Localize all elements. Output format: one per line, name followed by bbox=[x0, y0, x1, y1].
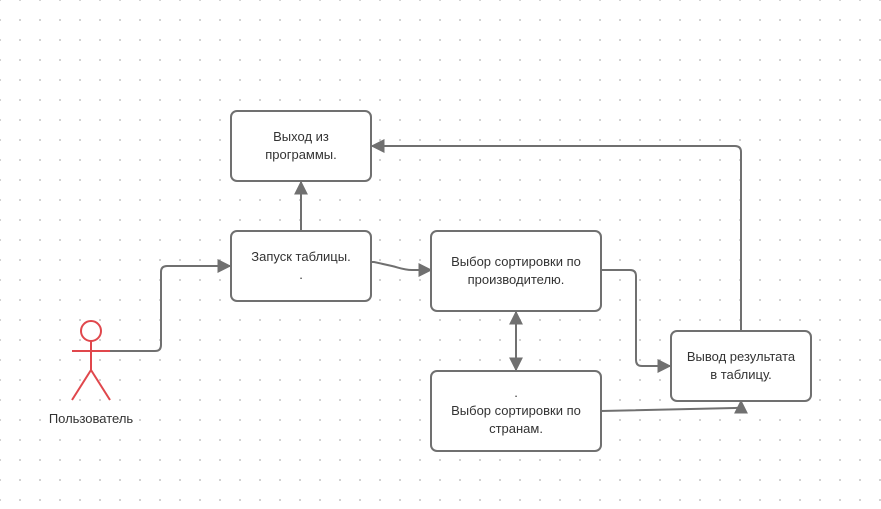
node-sort-by-manufacturer[interactable]: Выбор сортировки по производителю. bbox=[430, 230, 602, 312]
actor-label: Пользователь bbox=[48, 411, 134, 426]
edge-sort-manufacturer-to-output[interactable] bbox=[601, 269, 672, 373]
node-sort-manufacturer-line-1: Выбор сортировки по bbox=[451, 254, 581, 269]
node-sort-country-line-2: странам. bbox=[489, 421, 543, 436]
node-exit-line-1: Выход из bbox=[273, 129, 329, 144]
edge-actor-to-launch[interactable] bbox=[98, 259, 232, 352]
node-launch-line-2: . bbox=[299, 267, 303, 282]
node-output-line-1: Вывод результата bbox=[686, 349, 796, 364]
edge-launch-to-sort-manufacturer[interactable] bbox=[371, 261, 433, 277]
node-launch-line-1: Запуск таблицы. bbox=[251, 249, 351, 264]
node-exit-program[interactable]: Выход из программы. bbox=[230, 110, 372, 182]
node-exit-line-2: программы. bbox=[265, 147, 337, 162]
actor-head bbox=[80, 320, 102, 342]
actor-left-leg bbox=[71, 369, 92, 401]
node-launch-table[interactable]: Запуск таблицы. . bbox=[230, 230, 372, 302]
actor-stick-figure-icon[interactable] bbox=[70, 320, 112, 404]
node-output-to-table[interactable]: Вывод результата в таблицу. bbox=[670, 330, 812, 402]
node-output-line-2: в таблицу. bbox=[710, 367, 772, 382]
edge-output-to-exit[interactable] bbox=[370, 139, 742, 330]
node-sort-by-country[interactable]: . Выбор сортировки по странам. bbox=[430, 370, 602, 452]
node-sort-country-line-0: . bbox=[514, 385, 518, 400]
actor-right-leg bbox=[90, 369, 111, 401]
node-sort-country-line-1: Выбор сортировки по bbox=[451, 403, 581, 418]
node-sort-manufacturer-line-2: производителю. bbox=[467, 272, 565, 287]
edge-sort-country-to-output[interactable] bbox=[600, 399, 748, 414]
